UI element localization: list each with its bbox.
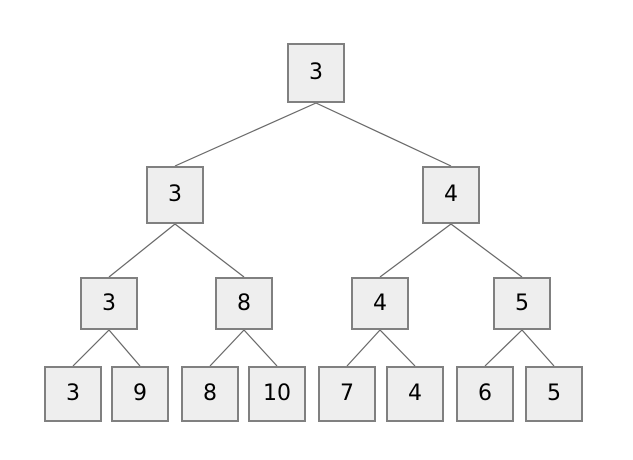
- tree-node-label: 3: [309, 60, 323, 85]
- tree-node[interactable]: 4: [386, 366, 444, 422]
- tree-edge: [108, 329, 141, 367]
- tree-node[interactable]: 5: [493, 277, 551, 330]
- tree-edge: [209, 329, 245, 367]
- tree-edge: [484, 329, 523, 367]
- tree-node[interactable]: 4: [351, 277, 409, 330]
- tree-node-label: 3: [66, 381, 80, 406]
- tree-edge: [379, 223, 452, 278]
- tree-node[interactable]: 8: [181, 366, 239, 422]
- tree-node[interactable]: 3: [146, 166, 204, 224]
- tree-node[interactable]: 8: [215, 277, 273, 330]
- tree-node-label: 4: [408, 381, 422, 406]
- tree-node[interactable]: 9: [111, 366, 169, 422]
- tree-node-label: 8: [203, 381, 217, 406]
- tree-node-label: 9: [133, 381, 147, 406]
- tree-node-label: 4: [444, 182, 458, 207]
- tree-node[interactable]: 10: [248, 366, 306, 422]
- tree-edge: [450, 223, 523, 278]
- tree-edge: [315, 102, 452, 167]
- tree-node[interactable]: 7: [318, 366, 376, 422]
- tree-node-label: 7: [340, 381, 354, 406]
- tree-edge: [174, 223, 245, 278]
- tree-node-label: 10: [263, 381, 291, 406]
- tree-node-label: 3: [102, 290, 116, 316]
- tree-edge: [379, 329, 416, 367]
- tree-edge: [72, 329, 110, 367]
- tree-node-label: 8: [237, 290, 251, 316]
- tree-node[interactable]: 6: [456, 366, 514, 422]
- tree-node[interactable]: 5: [525, 366, 583, 422]
- tree-node[interactable]: 3: [44, 366, 102, 422]
- tree-node-label: 5: [547, 381, 561, 406]
- tree-node-label: 4: [373, 290, 387, 316]
- tree-edge: [243, 329, 278, 367]
- tree-edge: [108, 223, 176, 278]
- tree-node[interactable]: 4: [422, 166, 480, 224]
- tree-node[interactable]: 3: [287, 43, 345, 103]
- tree-edge: [174, 102, 317, 167]
- tree-node-label: 5: [515, 290, 529, 316]
- tree-edge: [346, 329, 381, 367]
- tree-node-label: 6: [478, 381, 492, 406]
- tree-edge: [521, 329, 555, 367]
- tree-node-label: 3: [168, 182, 182, 207]
- tree-node[interactable]: 3: [80, 277, 138, 330]
